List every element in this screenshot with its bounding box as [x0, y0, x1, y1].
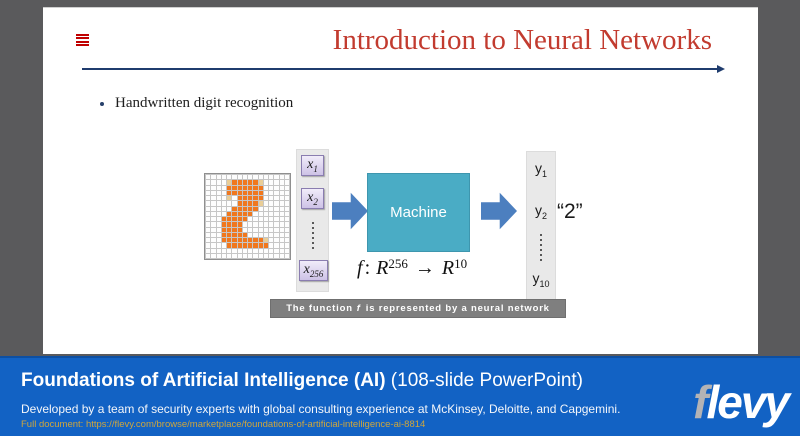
- digit-grid: [204, 173, 291, 260]
- footer-banner: Foundations of Artificial Intelligence (…: [0, 356, 800, 436]
- document-title-suffix: (108-slide PowerPoint): [385, 370, 584, 391]
- document-title-main: Foundations of Artificial Intelligence (…: [21, 370, 386, 391]
- full-document-link[interactable]: Full document: https://flevy.com/browse/…: [21, 419, 426, 430]
- input-vector-strip: x1 x2 x256: [296, 149, 329, 292]
- slide: Introduction to Neural Networks Handwrit…: [43, 7, 758, 354]
- input-x1: x1: [301, 155, 324, 176]
- divider-arrow-line: [82, 65, 725, 73]
- vertical-ellipsis: [527, 234, 555, 261]
- vertical-ellipsis: [297, 222, 328, 249]
- output-y1: y1: [534, 160, 547, 179]
- machine-label: Machine: [390, 204, 447, 221]
- output-y2: y2: [534, 202, 547, 221]
- output-y10: y10: [532, 270, 550, 289]
- input-x2: x2: [301, 188, 324, 209]
- arrow-input-to-machine-icon: [332, 192, 368, 230]
- mapping-formula: f:R256→R10: [357, 256, 468, 279]
- bullet-icon: [100, 101, 104, 106]
- arrow-machine-to-output-icon: [481, 192, 517, 230]
- input-x256: x256: [299, 260, 328, 281]
- document-description: Developed by a team of security experts …: [21, 402, 621, 416]
- machine-box: Machine: [367, 173, 470, 252]
- bullet-row: Handwritten digit recognition: [100, 95, 293, 112]
- output-vector-strip: y1 y2 y10: [526, 151, 556, 300]
- menu-icon: [76, 34, 89, 46]
- bullet-text: Handwritten digit recognition: [115, 95, 294, 111]
- slide-title: Introduction to Neural Networks: [332, 24, 712, 56]
- document-title: Foundations of Artificial Intelligence (…: [21, 370, 583, 392]
- recognized-digit: “2”: [557, 200, 583, 223]
- flevy-logo: flevy: [693, 376, 790, 428]
